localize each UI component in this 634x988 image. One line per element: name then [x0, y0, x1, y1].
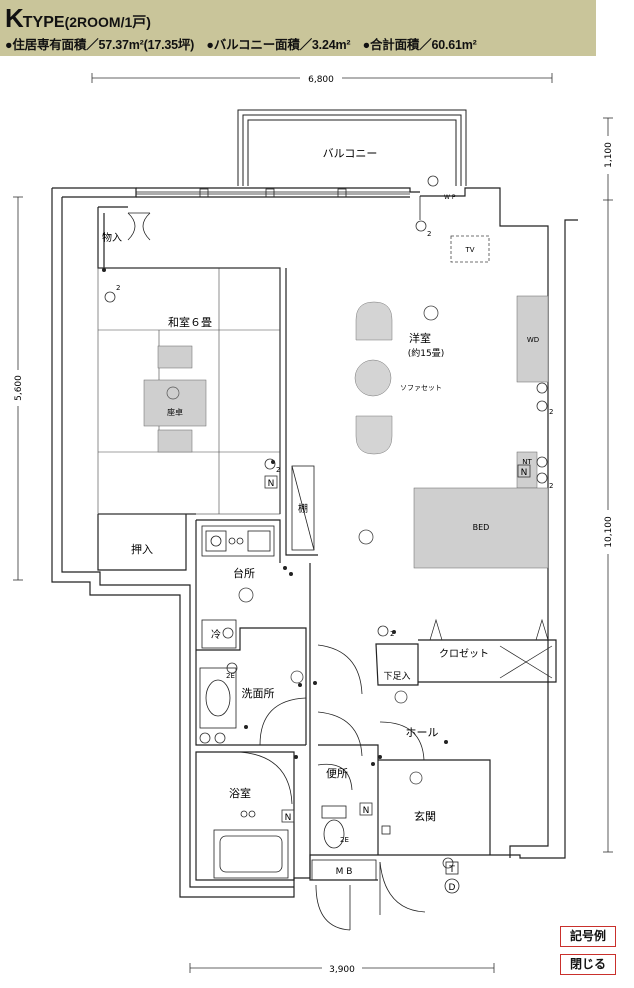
- n-symbols: [264, 464, 531, 823]
- bed: [413, 487, 549, 569]
- shelf-label: 棚: [298, 502, 308, 515]
- close-button[interactable]: 閉じる: [560, 954, 616, 975]
- entrance-label: 玄関: [414, 809, 436, 823]
- zataku-table: [143, 345, 207, 453]
- n-symbol-toilet: N: [363, 806, 370, 816]
- outlets: [104, 175, 548, 869]
- mb-label: M B: [336, 867, 353, 877]
- hall-label: ホール: [406, 726, 439, 739]
- legend-button[interactable]: 記号例: [560, 926, 616, 947]
- dim-right-upper: 1,100: [604, 142, 614, 168]
- dim-right-lower: 10,100: [604, 516, 614, 548]
- t-symbol: T: [448, 865, 455, 875]
- bed-label: BED: [473, 523, 490, 532]
- type-letter: K: [5, 3, 24, 33]
- wd-unit: [516, 295, 549, 383]
- floor-plan: 6,800 3,900 5,600 1,100 10,100 バルコニー W P: [10, 71, 616, 975]
- oshiire-label: 押入: [131, 542, 153, 556]
- outlet-2e-toilet: 2E: [340, 836, 349, 844]
- n-symbol-bedroom: N: [521, 468, 528, 478]
- dim-top: 6,800: [308, 75, 334, 85]
- storage-label: 物入: [102, 231, 122, 244]
- balcony: [237, 109, 467, 186]
- type-subtitle: (2ROOM/1戸): [64, 14, 151, 30]
- dim-left: 5,600: [14, 375, 24, 401]
- wp-label: W P: [444, 194, 456, 201]
- shelf: [291, 465, 315, 551]
- outlet-2-b: 2: [427, 230, 431, 238]
- tv-cabinet: [450, 235, 490, 263]
- type-name: TYPE: [22, 14, 65, 31]
- d-symbol: D: [449, 883, 456, 893]
- plan-header: KTYPE(2ROOM/1戸) ●住居専有面積／57.37m²(17.35坪) …: [0, 0, 596, 56]
- fridge-label: 冷: [211, 628, 221, 641]
- outlet-2-e: 2: [390, 630, 394, 638]
- ceiling-lights: [238, 305, 439, 785]
- outlet-2-a: 2: [116, 284, 120, 292]
- n-symbol-washitsu: N: [268, 479, 275, 489]
- bath-label: 浴室: [229, 786, 251, 800]
- washitsu-label: 和室６畳: [168, 315, 212, 329]
- sofa-set: [354, 301, 393, 455]
- kitchen-label: 台所: [233, 566, 255, 580]
- yoshitsu-size: (約15畳): [408, 347, 444, 359]
- kitchen-fixtures: [201, 525, 275, 649]
- washroom-fixtures: [199, 667, 307, 746]
- t-symbol-box: [445, 861, 459, 875]
- entrance-doors: [315, 644, 426, 931]
- area-specs: ●住居専有面積／57.37m²(17.35坪) ●バルコニー面積／3.24m² …: [5, 38, 477, 52]
- n-symbol-bath: N: [285, 813, 292, 823]
- mb-box: [311, 859, 377, 881]
- outlet-2-c: 2: [549, 408, 553, 416]
- outlet-2e-wash: 2E: [226, 672, 235, 680]
- dim-bottom: 3,900: [329, 965, 355, 975]
- switch-dots: [102, 268, 448, 766]
- type-title: KTYPE(2ROOM/1戸): [5, 3, 151, 34]
- zataku-label: 座卓: [167, 407, 183, 417]
- bath-fixtures: [213, 751, 293, 879]
- d-symbol-ring: [444, 878, 460, 894]
- closet-label: クロゼット: [439, 648, 489, 660]
- yoshitsu-label: 洋室: [409, 331, 431, 345]
- outlet-2-f: 2: [276, 466, 280, 474]
- washroom-label: 洗面所: [242, 687, 275, 700]
- nt-label: NT: [522, 458, 532, 466]
- outlet-2-d: 2: [549, 482, 553, 490]
- sofa-label: ソファセット: [400, 384, 442, 392]
- wd-label: WD: [527, 336, 539, 344]
- toilet-label: 便所: [326, 767, 348, 780]
- balcony-label: バルコニー: [323, 147, 378, 160]
- toilet-fixtures: [317, 763, 353, 849]
- balcony-windows: [136, 188, 421, 220]
- storage-doors: [127, 212, 151, 241]
- shoe-label: 下足入: [383, 671, 410, 682]
- closet-doors: [429, 618, 553, 679]
- tv-label: TV: [464, 246, 474, 254]
